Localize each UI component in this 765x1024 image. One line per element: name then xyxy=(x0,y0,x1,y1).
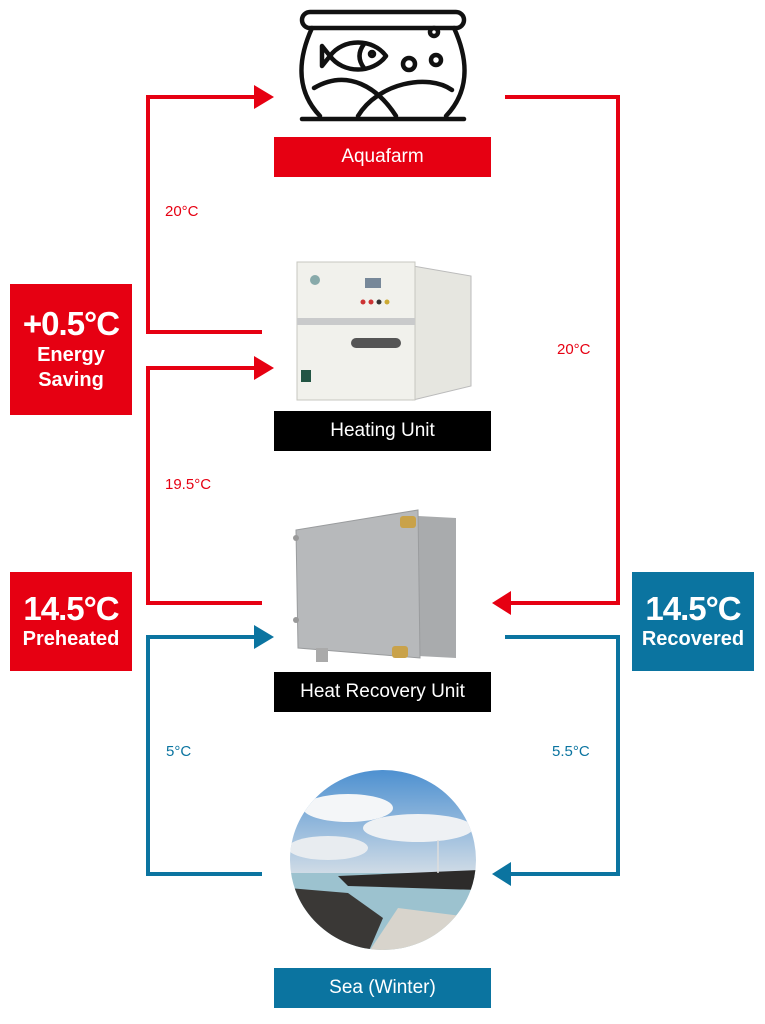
temp-recovery-to-sea: 5.5°C xyxy=(552,743,590,760)
arrow-head-icon xyxy=(254,85,274,109)
energy-saving-badge: +0.5°C Energy Saving xyxy=(10,284,132,415)
flow-recovery-to-heating xyxy=(146,366,262,605)
flow-aquafarm-to-recovery xyxy=(505,95,620,605)
flow-heating-to-aquafarm xyxy=(146,95,262,334)
heat-recovery-unit-label: Heat Recovery Unit xyxy=(274,672,491,712)
energy-saving-line1: Energy xyxy=(37,343,105,366)
flow-sea-to-recovery xyxy=(146,635,262,876)
sea-label: Sea (Winter) xyxy=(274,968,491,1008)
energy-saving-value: +0.5°C xyxy=(22,305,120,343)
temp-heating-to-aquafarm: 20°C xyxy=(165,203,199,220)
heating-unit-image xyxy=(296,261,472,401)
preheated-badge: 14.5°C Preheated xyxy=(10,572,132,671)
heat-recovery-unit-image xyxy=(293,509,456,662)
aquafarm-label: Aquafarm xyxy=(274,137,491,177)
fishbowl-icon xyxy=(299,9,467,122)
arrow-head-icon xyxy=(492,862,511,886)
temp-aquafarm-to-recovery: 20°C xyxy=(557,341,591,358)
recovered-caption: Recovered xyxy=(641,628,745,651)
arrow-head-icon xyxy=(254,625,274,649)
heating-unit-label: Heating Unit xyxy=(274,411,491,451)
flow-recovery-to-sea xyxy=(505,635,620,876)
preheated-caption: Preheated xyxy=(22,628,120,651)
sea-image xyxy=(290,770,476,950)
preheated-value: 14.5°C xyxy=(23,589,119,627)
arrow-head-icon xyxy=(492,591,511,615)
recovered-badge: 14.5°C Recovered xyxy=(632,572,754,671)
temp-recovery-to-heating: 19.5°C xyxy=(165,476,212,493)
energy-saving-line2: Saving xyxy=(38,368,104,391)
arrow-head-icon xyxy=(254,356,274,380)
recovered-value: 14.5°C xyxy=(645,589,741,627)
temp-sea-to-recovery: 5°C xyxy=(166,743,192,760)
